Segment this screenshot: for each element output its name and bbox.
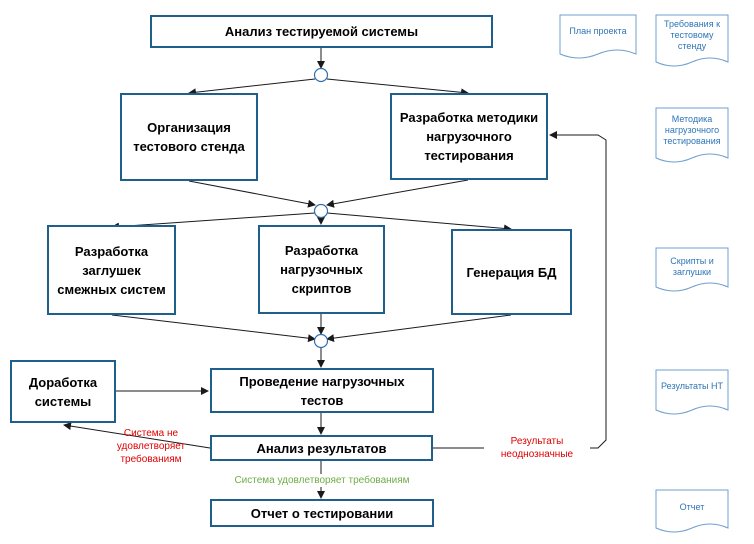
document-project-plan-shape [559,14,637,59]
analysis-box: Анализ тестируемой системы [150,15,493,48]
document-report: Отчет [679,502,705,512]
document-methodology: Методика нагрузочного тестирования [663,114,721,146]
arrow-results-to-rework [63,422,211,449]
note-ambiguous-results: Результаты неоднозначные [484,435,590,461]
document-nt-results-shape [655,369,729,415]
document-methodology-shape [655,107,729,163]
stand-box: Организация тестового стенда [120,93,258,181]
tests-box: Проведение нагрузочных тестов [210,368,434,413]
rework-box: Доработка системы [10,360,116,423]
arrow-join2-to-db [326,212,512,233]
arrow-db-to-join3 [326,314,512,343]
join-node-2 [313,203,329,219]
arrow-methodology-to-join2 [326,179,469,208]
document-scripts-stubs: Скрипты и заглушки [670,256,714,277]
note-not-meet-requirements: Система не удовлетворяет требованиям [116,428,186,465]
document-report-shape [655,489,729,533]
join-node-3 [313,333,329,349]
scripts-box: Разработка нагрузочных скриптов [258,225,385,314]
document-stand-requirements: Требования к тестовому стенду [663,19,721,51]
arrow-join2-to-stubs [111,212,316,231]
report-box: Отчет о тестировании [210,499,434,527]
note-meets-requirements: Система удовлетворяет требованиям [212,474,432,487]
arrow-stubs-to-join3 [111,314,316,343]
arrow-join1-to-methodology [326,78,469,97]
arrow-stand-to-join2 [188,180,316,208]
document-nt-results: Результаты НТ [661,381,723,391]
db-box: Генерация БД [451,229,572,315]
join-node-1 [313,67,329,83]
results-box: Анализ результатов [210,435,433,461]
arrow-join1-to-stand [188,78,316,97]
stubs-box: Разработка заглушек смежных систем [47,225,176,315]
document-project-plan: План проекта [569,26,627,36]
methodology-box: Разработка методики нагрузочного тестиро… [390,93,548,180]
document-scripts-stubs-shape [655,247,729,292]
document-stand-requirements-shape [655,14,729,67]
